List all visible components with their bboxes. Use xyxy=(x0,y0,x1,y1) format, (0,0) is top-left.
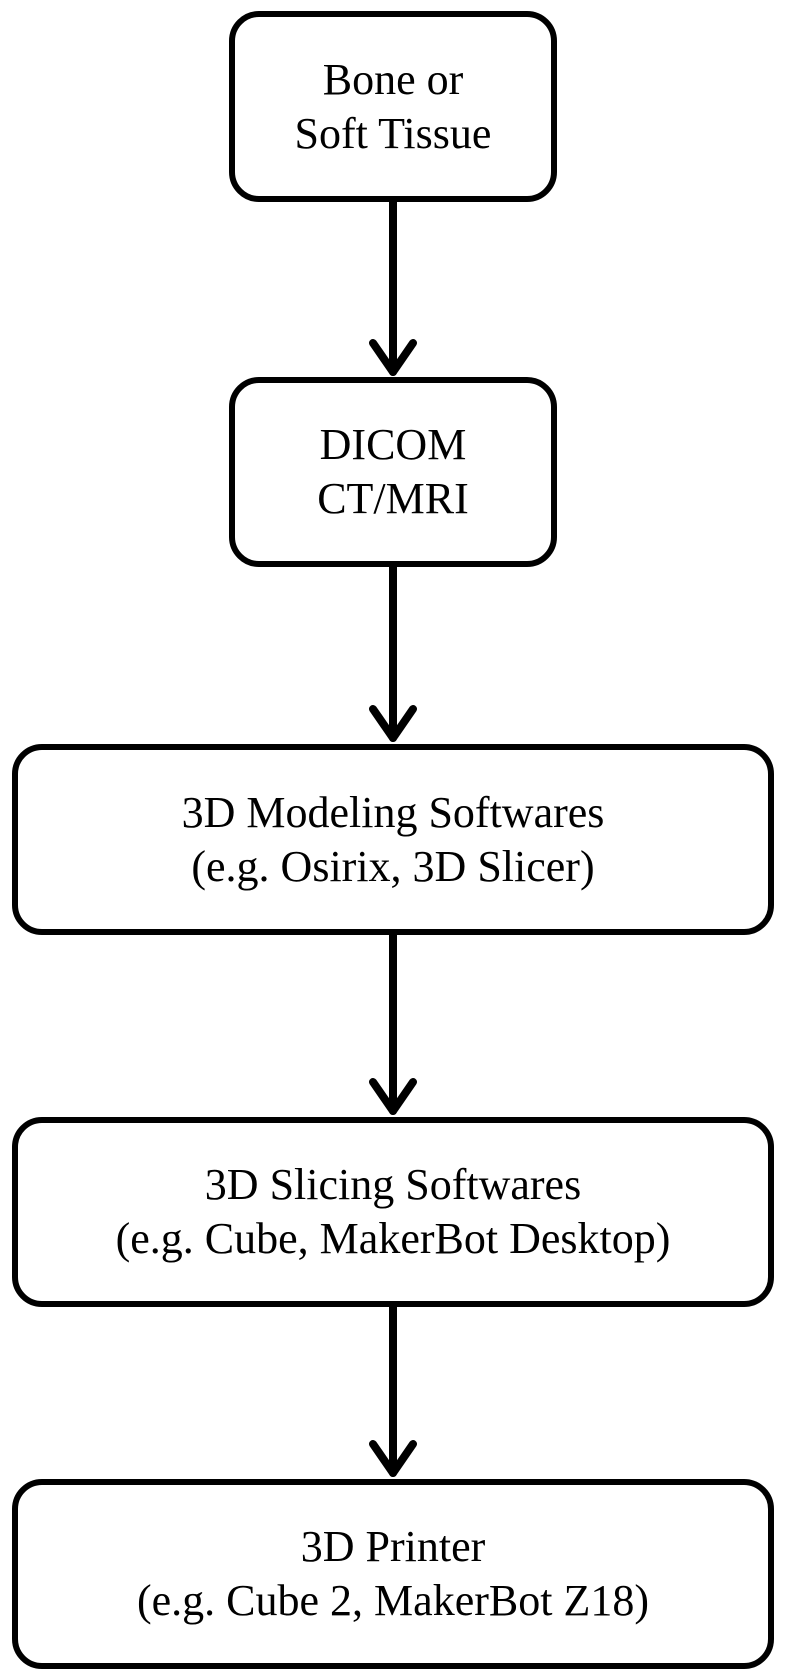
node-label-line: (e.g. Cube 2, MakerBot Z18) xyxy=(137,1576,649,1625)
node-label-line: 3D Printer xyxy=(300,1522,486,1571)
node-label-line: (e.g. Cube, MakerBot Desktop) xyxy=(115,1214,671,1263)
node-label-line: (e.g. Osirix, 3D Slicer) xyxy=(191,841,595,891)
arrow-modeling-to-slicing xyxy=(369,931,417,1115)
node-label-line: CT/MRI xyxy=(317,474,469,523)
arrow-slicing-to-printer xyxy=(369,1303,417,1477)
node-label-line: Soft Tissue xyxy=(294,108,492,158)
node-3d-slicing-softwares: 3D Slicing Softwares (e.g. Cube, MakerBo… xyxy=(12,1117,774,1307)
node-label-line: 3D Modeling Softwares xyxy=(181,787,605,837)
arrow-bone-to-dicom xyxy=(369,198,417,376)
node-dicom-ct-mri: DICOM CT/MRI xyxy=(229,377,557,567)
node-label-line: Bone or xyxy=(322,54,464,104)
node-3d-modeling-softwares: 3D Modeling Softwares (e.g. Osirix, 3D S… xyxy=(12,744,774,935)
node-bone-or-soft-tissue: Bone or Soft Tissue xyxy=(229,11,557,202)
node-label-line: 3D Slicing Softwares xyxy=(204,1160,582,1209)
node-label-line: DICOM xyxy=(319,420,467,469)
arrow-dicom-to-modeling xyxy=(369,563,417,742)
node-3d-printer: 3D Printer (e.g. Cube 2, MakerBot Z18) xyxy=(12,1479,774,1669)
